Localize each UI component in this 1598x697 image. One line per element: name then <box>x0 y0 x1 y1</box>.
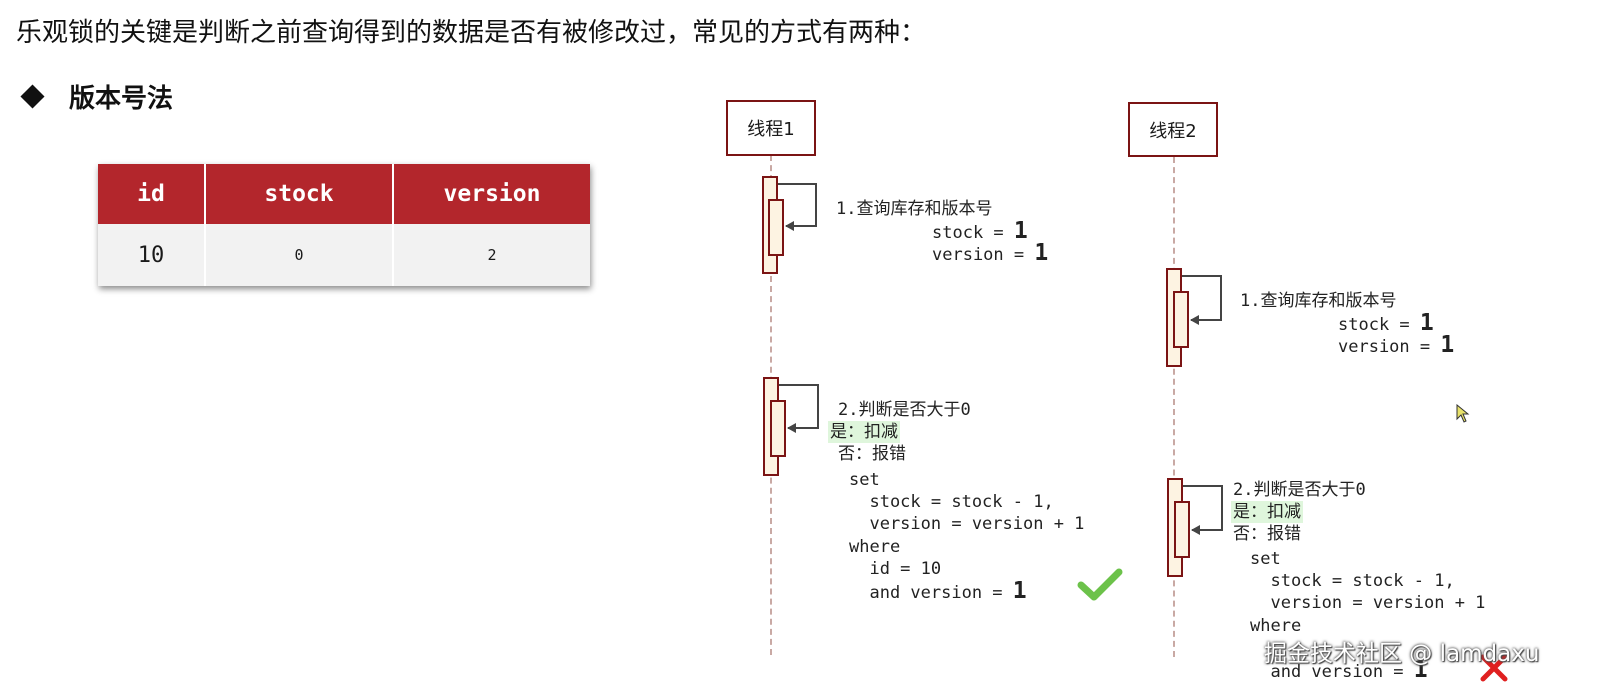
thread1-box: 线程1 <box>726 100 816 156</box>
table-cell-id: 10 <box>98 224 206 286</box>
thread2-query-stock: stock = 1 <box>1338 310 1434 336</box>
thread2-judge-no: 否：报错 <box>1233 524 1301 544</box>
version-table: id stock version 10 0 2 <box>98 164 590 286</box>
thread2-activation-inner-1 <box>1173 291 1189 348</box>
thread2-activation-inner-2 <box>1174 501 1190 558</box>
thread1-activation-inner-1 <box>768 199 784 256</box>
table-header-row: id stock version <box>98 164 590 224</box>
thread2-query-version: version = 1 <box>1338 332 1455 358</box>
thread2-sql-line-4: where <box>1250 616 1302 636</box>
thread1-activation-inner-2 <box>770 400 786 457</box>
thread1-sql-line-4: where <box>849 537 901 557</box>
table-row: 10 0 2 <box>98 224 590 286</box>
thread2-sql-line-3: version = version + 1 <box>1250 593 1486 613</box>
section-title: 版本号法 <box>69 84 174 114</box>
thread2-lifeline <box>1173 157 1175 657</box>
thread2-title: 线程2 <box>1149 120 1197 142</box>
thread1-judge-yes: 是：扣减 <box>828 421 900 443</box>
thread1-judge-label: 2.判断是否大于0 <box>838 400 971 420</box>
thread2-judge-label: 2.判断是否大于0 <box>1233 480 1366 500</box>
mouse-cursor-icon <box>1456 404 1470 423</box>
cross-icon <box>1480 654 1508 682</box>
table-cell-stock: 0 <box>205 224 394 286</box>
thread1-title: 线程1 <box>747 119 795 140</box>
watermark-text: 掘金技术社区 @ lamdaxu <box>1264 641 1540 667</box>
thread1-sql-line-3: version = version + 1 <box>849 514 1085 534</box>
check-icon <box>1077 568 1123 601</box>
thread2-sql-line-2: stock = stock - 1, <box>1250 571 1455 591</box>
table-header-id: id <box>98 164 206 224</box>
thread1-sql-line-5: id = 10 <box>849 559 942 579</box>
page-heading: 乐观锁的关键是判断之前查询得到的数据是否有被修改过，常见的方式有两种： <box>16 18 927 48</box>
thread2-query-label: 1.查询库存和版本号 <box>1240 291 1397 311</box>
table-cell-version: 2 <box>393 224 590 286</box>
thread2-box: 线程2 <box>1128 102 1218 157</box>
section-title-row: 版本号法 <box>18 78 173 115</box>
thread1-sql-line-6: and version = 1 <box>849 578 1027 604</box>
table-header-stock: stock <box>205 164 394 224</box>
thread1-sql-line-2: stock = stock - 1, <box>849 492 1054 512</box>
thread1-query-label: 1.查询库存和版本号 <box>836 199 993 219</box>
thread2-sql-line-1: set <box>1250 549 1281 569</box>
diamond-bullet-icon <box>20 84 45 109</box>
thread1-query-stock: stock = 1 <box>932 218 1028 244</box>
thread2-sql-line-6: and version = 1 <box>1250 657 1428 683</box>
table-header-version: version <box>393 164 590 224</box>
thread1-sql-line-1: set <box>849 470 880 490</box>
thread1-query-version: version = 1 <box>932 240 1049 266</box>
thread1-judge-no: 否：报错 <box>838 444 906 464</box>
thread2-judge-yes: 是：扣减 <box>1231 501 1303 523</box>
